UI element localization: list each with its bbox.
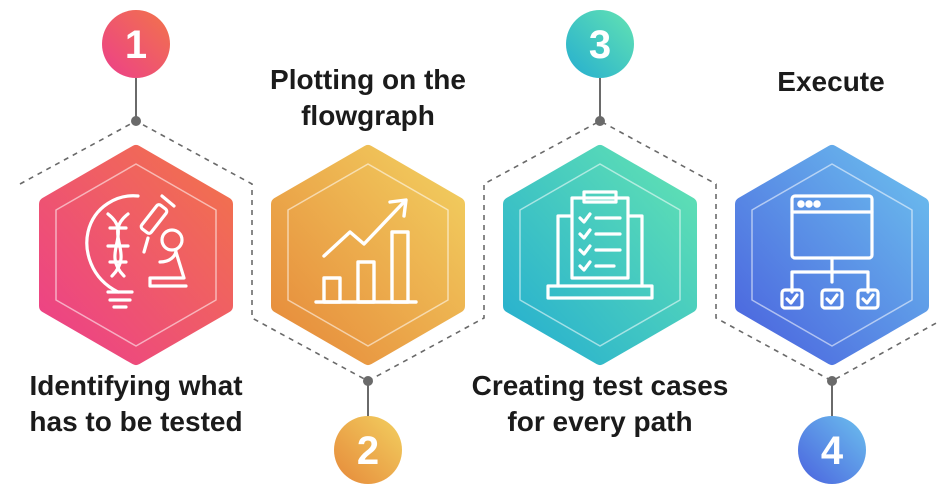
step-2-label-line-1: Plotting on the xyxy=(270,64,466,95)
junction-dots xyxy=(131,78,837,418)
step-3-hexagon xyxy=(503,145,697,365)
step-badge-2: 2 xyxy=(334,416,402,484)
step-1-label-line-1: Identifying what xyxy=(29,370,243,401)
dashed-connector xyxy=(19,120,939,382)
step-badge-3: 3 xyxy=(566,10,634,78)
laptop-checklist-icon xyxy=(546,190,654,300)
step-3-label: Creating test cases for every path xyxy=(456,368,744,440)
step-1-label-line-2: has to be tested xyxy=(29,406,243,437)
step-number-3: 3 xyxy=(589,23,611,67)
step-2-hexagon xyxy=(271,145,465,365)
step-number-4: 4 xyxy=(821,429,844,473)
step-4-label-line-1: Execute xyxy=(777,66,885,97)
step-3-label-line-1: Creating test cases xyxy=(471,370,729,401)
step-badge-4: 4 xyxy=(798,416,866,484)
step-2-label-line-2: flowgraph xyxy=(301,100,435,131)
step-badge-1: 1 xyxy=(102,10,170,78)
browser-flowchart-check-icon xyxy=(780,194,880,310)
step-2-label: Plotting on the flowgraph xyxy=(232,62,504,134)
step-number-1: 1 xyxy=(125,23,147,67)
step-1-label: Identifying what has to be tested xyxy=(0,368,272,440)
step-1-hexagon xyxy=(39,145,233,365)
step-3-label-line-2: for every path xyxy=(507,406,693,437)
dna-microscope-bulb-icon xyxy=(85,194,188,309)
step-number-2: 2 xyxy=(357,429,379,473)
step-4-hexagon xyxy=(735,145,929,365)
step-4-label: Execute xyxy=(712,64,950,100)
growth-bar-chart-icon xyxy=(314,198,418,304)
